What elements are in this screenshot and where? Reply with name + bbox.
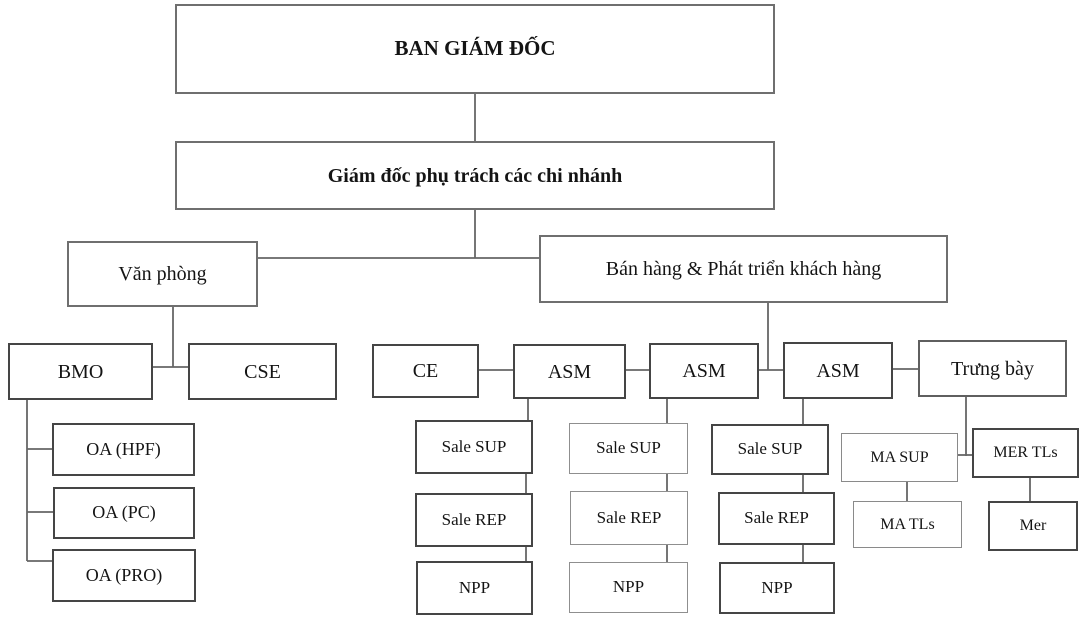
org-node-sale-rep-2: Sale REP bbox=[570, 491, 688, 545]
org-node-giam-doc-chi-nhanh: Giám đốc phụ trách các chi nhánh bbox=[175, 141, 775, 210]
org-node-ban-giam-doc: BAN GIÁM ĐỐC bbox=[175, 4, 775, 94]
org-node-ce: CE bbox=[372, 344, 479, 398]
org-node-npp-2: NPP bbox=[569, 562, 688, 613]
org-node-asm-2: ASM bbox=[649, 343, 759, 399]
org-node-oa-pc: OA (PC) bbox=[53, 487, 195, 539]
org-node-sale-rep-1: Sale REP bbox=[415, 493, 533, 547]
org-node-ma-sup: MA SUP bbox=[841, 433, 958, 482]
org-node-asm-3: ASM bbox=[783, 342, 893, 399]
org-node-sale-sup-3: Sale SUP bbox=[711, 424, 829, 475]
org-node-mer: Mer bbox=[988, 501, 1078, 551]
org-node-mer-tls: MER TLs bbox=[972, 428, 1079, 478]
org-node-sale-rep-3: Sale REP bbox=[718, 492, 835, 545]
org-node-oa-hpf: OA (HPF) bbox=[52, 423, 195, 476]
org-node-trung-bay: Trưng bày bbox=[918, 340, 1067, 397]
org-node-sale-sup-1: Sale SUP bbox=[415, 420, 533, 474]
org-node-bmo: BMO bbox=[8, 343, 153, 400]
org-node-sale-sup-2: Sale SUP bbox=[569, 423, 688, 474]
org-node-ban-hang: Bán hàng & Phát triển khách hàng bbox=[539, 235, 948, 303]
org-node-ma-tls: MA TLs bbox=[853, 501, 962, 548]
org-node-van-phong: Văn phòng bbox=[67, 241, 258, 307]
org-node-asm-1: ASM bbox=[513, 344, 626, 399]
org-node-npp-1: NPP bbox=[416, 561, 533, 615]
org-node-cse: CSE bbox=[188, 343, 337, 400]
org-node-oa-pro: OA (PRO) bbox=[52, 549, 196, 602]
org-node-npp-3: NPP bbox=[719, 562, 835, 614]
